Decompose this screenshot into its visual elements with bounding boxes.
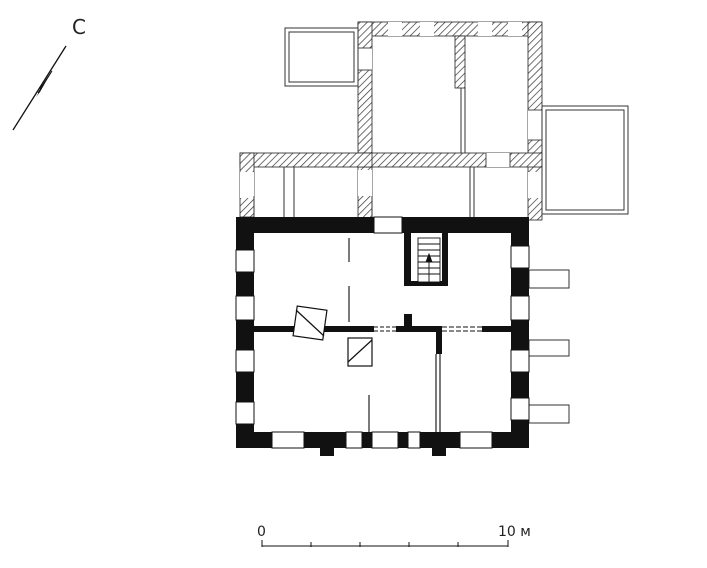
stove bbox=[292, 305, 328, 341]
interior-wall-horizontal bbox=[482, 326, 511, 332]
main-house bbox=[235, 216, 530, 456]
window-right bbox=[510, 349, 530, 373]
step-right-3 bbox=[528, 404, 570, 424]
window-right bbox=[510, 245, 530, 269]
interior-wall-horizontal bbox=[396, 326, 442, 332]
staircase bbox=[417, 237, 441, 283]
entry-step bbox=[432, 448, 446, 456]
north-arrow-feather bbox=[36, 70, 52, 97]
left-wing-wall-top bbox=[239, 152, 373, 168]
main-wall-left bbox=[236, 217, 254, 448]
north-arrow-shaft bbox=[12, 45, 67, 131]
upper-wall-partition bbox=[454, 35, 466, 89]
main-wall-right bbox=[511, 217, 529, 448]
step-right-2 bbox=[528, 339, 570, 357]
window-left bbox=[235, 401, 255, 425]
window-bottom bbox=[371, 431, 399, 449]
entry-step bbox=[320, 448, 334, 456]
window-right bbox=[510, 295, 530, 321]
step-right-1 bbox=[528, 269, 570, 289]
window-bottom bbox=[271, 431, 305, 449]
window-right bbox=[510, 397, 530, 421]
stair-arrow-head bbox=[425, 252, 433, 263]
interior-pier bbox=[404, 314, 412, 328]
scale-end-label: 10 м bbox=[498, 524, 531, 540]
window-bottom bbox=[345, 431, 363, 449]
stair-wall-right bbox=[442, 233, 448, 285]
window-bottom bbox=[459, 431, 493, 449]
upper-wing bbox=[239, 21, 543, 221]
north-label: С bbox=[72, 15, 86, 39]
interior-wall-vertical bbox=[436, 332, 442, 354]
scale-start-label: 0 bbox=[257, 524, 266, 540]
window-left bbox=[235, 295, 255, 321]
stove bbox=[347, 337, 373, 367]
stair-wall-left bbox=[404, 233, 411, 285]
door-top bbox=[373, 216, 403, 234]
scale-bar: 0 10 м bbox=[257, 524, 531, 547]
window-left bbox=[235, 249, 255, 273]
porch-right bbox=[541, 105, 629, 215]
window-left bbox=[235, 349, 255, 373]
porch-upper-left bbox=[284, 27, 359, 87]
upper-wall-middle bbox=[357, 152, 543, 168]
north-arrow: С bbox=[12, 15, 86, 131]
stair-wall-bottom bbox=[404, 281, 448, 286]
window-bottom bbox=[407, 431, 421, 449]
